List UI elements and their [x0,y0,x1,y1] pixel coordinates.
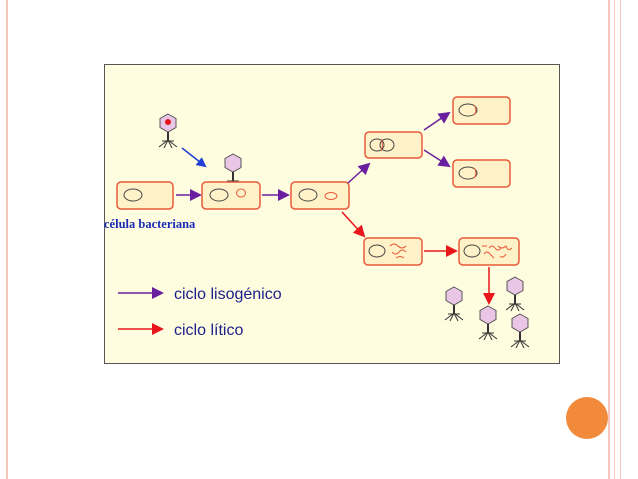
infection-arrow [181,147,207,168]
phage-dna-dot [165,119,171,125]
cell-label: célula bacteriana [104,217,196,231]
slide-right-rule-1 [608,0,610,479]
daughter-cell-2 [452,159,511,188]
daughter-cell-1 [452,96,511,125]
legend-lysogenic-label: ciclo lisogénico [174,286,282,303]
released-phage-icon-1 [444,286,464,322]
arrow-to-lytic [341,211,366,238]
lysogenic-dividing-cell [364,131,423,159]
lytic-cell-replicating [363,237,423,266]
bacterial-cell-2 [201,181,261,210]
slide-right-rule-2 [614,0,615,479]
arrow-to-daughter-2 [423,149,451,168]
slide-right-rule-3 [620,0,621,479]
released-phage-icon-2 [505,276,525,312]
lytic-cell-assembly [458,237,520,266]
orange-circle-decoration [566,397,608,439]
bacterial-cell-1 [116,181,174,210]
released-phage-icon-3 [478,305,498,341]
slide-left-rule [6,0,8,479]
arrow-to-lysogenic [347,162,371,184]
bacterial-cell-3 [290,181,350,210]
legend-lytic-label: ciclo lítico [174,322,243,339]
arrow-to-daughter-1 [423,111,451,131]
released-phage-icon-4 [510,313,530,349]
